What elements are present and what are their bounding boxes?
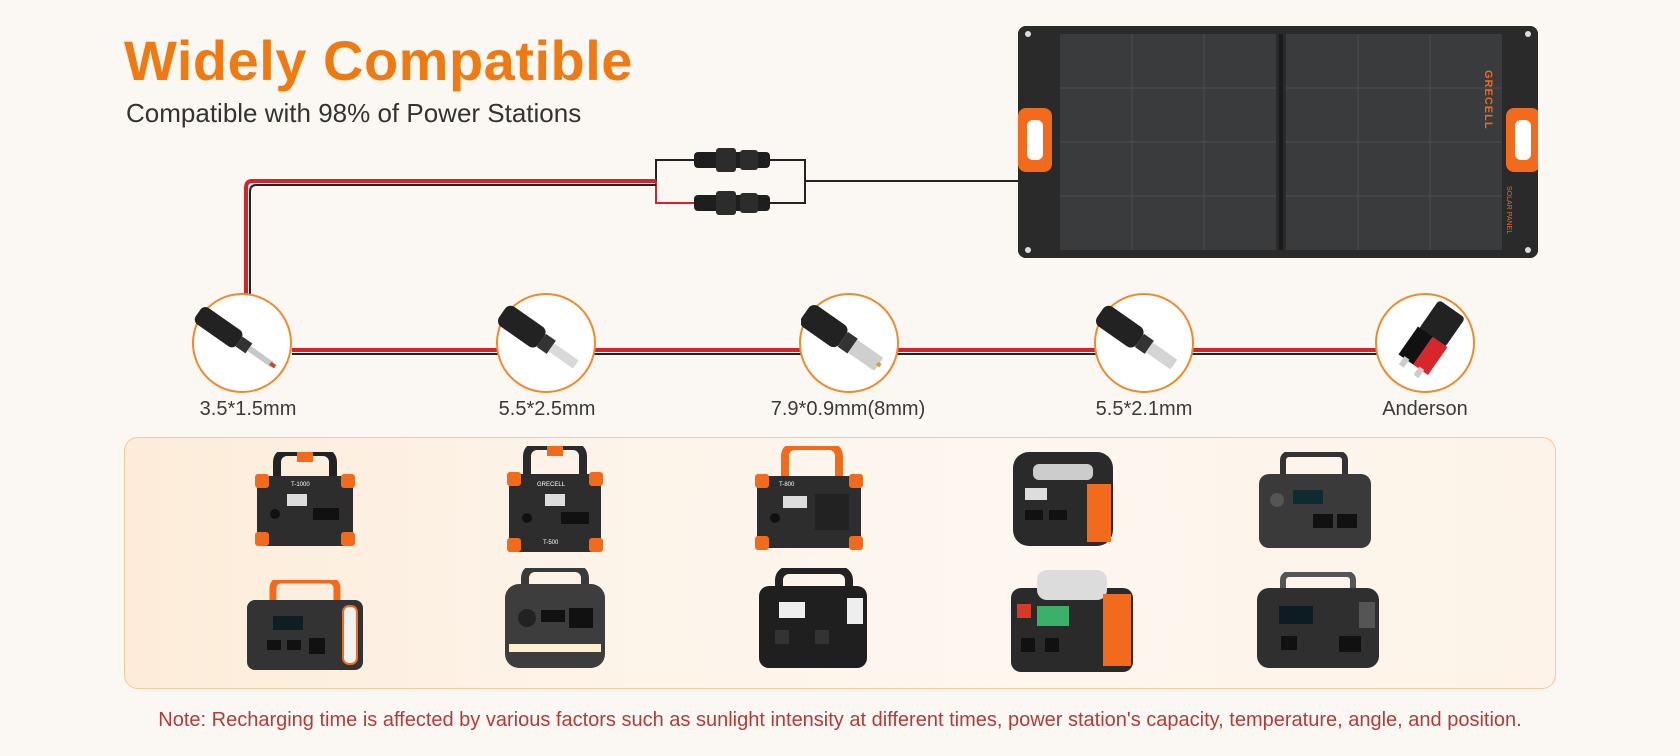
anderson-plug-icon bbox=[1398, 301, 1464, 379]
connector-3-5x1-5 bbox=[192, 293, 292, 393]
connector-7-9x0-9 bbox=[799, 293, 899, 393]
panel-brand: GRECELL bbox=[1482, 70, 1494, 130]
power-station-6 bbox=[243, 576, 367, 679]
dc-plug-wide-icon bbox=[801, 304, 883, 371]
connector-anderson bbox=[1375, 293, 1475, 393]
power-station-3: T-800 bbox=[753, 442, 865, 557]
station-badge: T-1000 bbox=[291, 482, 310, 488]
power-station-9 bbox=[1007, 568, 1137, 681]
power-station-4 bbox=[1003, 448, 1123, 555]
power-station-2: GRECELL T-500 bbox=[503, 442, 607, 561]
solar-panel: GRECELL SOLAR PANEL bbox=[1018, 26, 1540, 258]
power-station-5 bbox=[1253, 451, 1377, 557]
station-badge: T-500 bbox=[543, 540, 559, 546]
cable-to-connectors bbox=[244, 179, 656, 296]
page-subtitle: Compatible with 98% of Power Stations bbox=[126, 98, 582, 128]
mc4-connector-top bbox=[694, 148, 770, 172]
power-station-7 bbox=[499, 564, 611, 677]
connector-label: 5.5*2.5mm bbox=[498, 398, 596, 420]
connector-5-5x2-5 bbox=[496, 293, 596, 393]
connector-5-5x2-1 bbox=[1094, 293, 1194, 393]
power-station-10 bbox=[1253, 571, 1383, 677]
dc-plug-icon bbox=[498, 305, 579, 369]
power-station-1: T-1000 bbox=[253, 448, 357, 557]
connector-label: Anderson bbox=[1382, 398, 1468, 420]
connector-label: 7.9*0.9mm(8mm) bbox=[770, 398, 926, 420]
connector-label: 5.5*2.1mm bbox=[1095, 398, 1193, 420]
solar-panel-graphic bbox=[1018, 26, 1540, 258]
page-title: Widely Compatible bbox=[124, 29, 633, 92]
connector-label: 3.5*1.5mm bbox=[199, 398, 297, 420]
disclaimer-note: Note: Recharging time is affected by var… bbox=[158, 709, 1522, 731]
power-station-8 bbox=[753, 566, 873, 677]
mc4-connector-bottom bbox=[694, 191, 770, 215]
station-badge: T-800 bbox=[779, 482, 795, 488]
station-brand: GRECELL bbox=[537, 482, 566, 488]
power-stations-panel: T-1000 GRECELL T-500 T-800 bbox=[124, 437, 1556, 689]
dc-plug-thin-icon bbox=[194, 307, 277, 369]
panel-side-text: SOLAR PANEL bbox=[1505, 186, 1512, 235]
dc-plug-icon bbox=[1096, 305, 1178, 370]
